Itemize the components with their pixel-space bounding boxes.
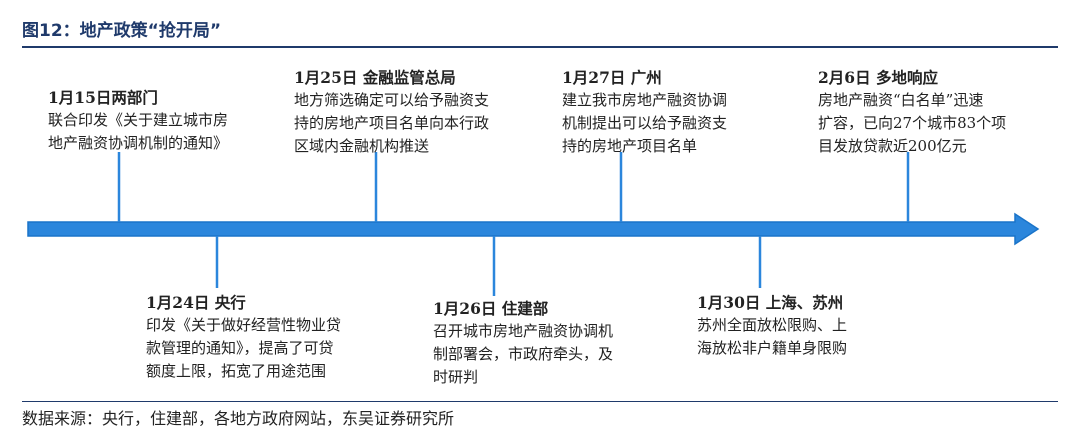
event-4-org: 住建部 — [501, 299, 549, 318]
event-6-line-1: 苏州全面放松限购、上 — [697, 316, 848, 334]
event-2: 1月24日 央行 印发《关于做好经营性物业贷 款管理的通知》，提高了可贷 额度上… — [146, 291, 341, 383]
event-7: 2月6日 多地响应 房地产融资“白名单”迅速 扩容，已向27个城市83个项 目发… — [818, 66, 1006, 158]
event-7-org: 多地响应 — [875, 68, 938, 87]
event-2-date: 1月24日 — [146, 293, 210, 312]
event-3-line-2: 持的房地产项目名单向本行政 — [294, 114, 490, 132]
source-note: 数据来源：央行，住建部，各地方政府网站，东吴证券研究所 — [22, 409, 455, 428]
event-3-heading: 1月25日 金融监管总局 — [294, 66, 489, 89]
event-1: 1月15日两部门 联合印发《关于建立城市房 地产融资协调机制的通知》 — [48, 86, 228, 155]
event-3: 1月25日 金融监管总局 地方筛选确定可以给予融资支 持的房地产项目名单向本行政… — [294, 66, 489, 158]
event-6: 1月30日 上海、苏州 苏州全面放松限购、上 海放松非户籍单身限购 — [697, 291, 847, 360]
event-5-org: 广州 — [630, 68, 662, 87]
event-2-line-1: 印发《关于做好经营性物业贷 — [146, 316, 342, 334]
event-5-line-3: 持的房地产项目名单 — [562, 137, 698, 155]
event-4-line-2: 制部署会，市政府牵头，及 — [433, 345, 614, 363]
event-7-date: 2月6日 — [818, 68, 871, 87]
event-3-line-3: 区域内金融机构推送 — [294, 137, 430, 155]
event-5-line-2: 机制提出可以给予融资支 — [562, 114, 728, 132]
event-3-org: 金融监管总局 — [362, 68, 456, 87]
event-1-line-2: 地产融资协调机制的通知》 — [48, 134, 229, 152]
event-1-line-1: 联合印发《关于建立城市房 — [48, 111, 229, 129]
event-2-org: 央行 — [214, 293, 246, 312]
event-6-line-2: 海放松非户籍单身限购 — [697, 339, 848, 357]
event-6-heading: 1月30日 上海、苏州 — [697, 291, 847, 314]
event-7-line-1: 房地产融资“白名单”迅速 — [818, 91, 984, 109]
event-2-line-3: 额度上限，拓宽了用途范围 — [146, 362, 327, 380]
event-1-heading: 1月15日两部门 — [48, 86, 228, 109]
event-6-org: 上海、苏州 — [765, 293, 844, 312]
event-5-date: 1月27日 — [562, 68, 626, 87]
event-7-heading: 2月6日 多地响应 — [818, 66, 1006, 89]
event-4-line-3: 时研判 — [433, 368, 479, 386]
event-2-heading: 1月24日 央行 — [146, 291, 341, 314]
event-5-line-1: 建立我市房地产融资协调 — [562, 91, 728, 109]
event-4: 1月26日 住建部 召开城市房地产融资协调机 制部署会，市政府牵头，及 时研判 — [433, 297, 613, 389]
figure-title: 图12：地产政策“抢开局” — [22, 21, 222, 41]
title-rule — [22, 46, 1058, 48]
event-7-line-3: 目发放贷款近200亿元 — [818, 137, 967, 155]
event-5-heading: 1月27日 广州 — [562, 66, 727, 89]
event-3-line-1: 地方筛选确定可以给予融资支 — [294, 91, 490, 109]
event-4-heading: 1月26日 住建部 — [433, 297, 613, 320]
event-4-line-1: 召开城市房地产融资协调机 — [433, 322, 614, 340]
event-7-line-2: 扩容，已向27个城市83个项 — [818, 114, 1007, 132]
event-3-date: 1月25日 — [294, 68, 358, 87]
event-5: 1月27日 广州 建立我市房地产融资协调 机制提出可以给予融资支 持的房地产项目… — [562, 66, 727, 158]
event-1-date: 1月15日 — [48, 88, 112, 107]
source-rule — [22, 401, 1058, 402]
timeline-arrow — [27, 212, 1040, 246]
event-1-org: 两部门 — [111, 88, 158, 107]
event-6-date: 1月30日 — [697, 293, 761, 312]
event-4-date: 1月26日 — [433, 299, 497, 318]
event-2-line-2: 款管理的通知》，提高了可贷 — [146, 339, 334, 357]
